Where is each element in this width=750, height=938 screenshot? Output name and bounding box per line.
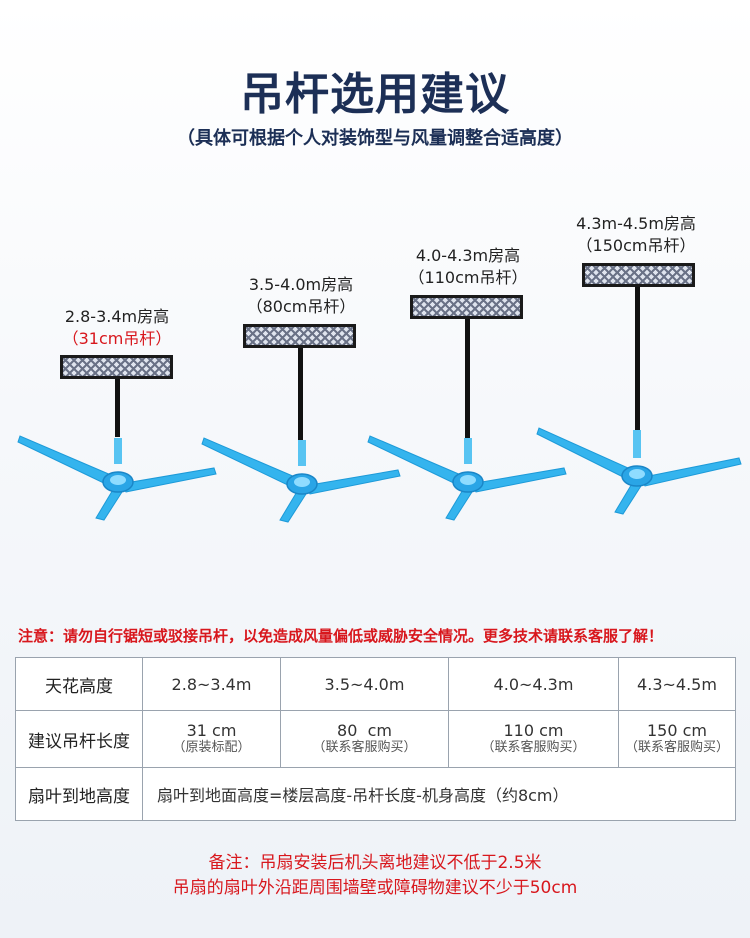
cell-ceiling-1: 2.8~3.4m (142, 657, 281, 711)
cell-blade-formula: 扇叶到地面高度=楼层高度-吊杆长度-机身高度（约8cm） (142, 767, 736, 821)
table-row-rod: 建议吊杆长度 31 cm （原装标配） 80 cm （联系客服购买） 110 c… (15, 710, 736, 768)
fan-3-ceiling-plate (410, 295, 523, 319)
cell-rod-3-note: （联系客服购买） (481, 740, 586, 755)
fan-3-rod: （110cm吊杆） (408, 268, 528, 287)
fan-2-blades (201, 437, 401, 523)
cell-rod-2-value: 80 cm (337, 721, 392, 740)
row-label-rod: 建议吊杆长度 (15, 710, 143, 768)
table-row-ceiling: 天花高度 2.8~3.4m 3.5~4.0m 4.0~4.3m 4.3~4.5m (15, 657, 736, 711)
fan-3-downrod (465, 319, 470, 441)
table-row-blade-height: 扇叶到地高度 扇叶到地面高度=楼层高度-吊杆长度-机身高度（约8cm） (15, 767, 736, 821)
fan-2-downrod (298, 348, 303, 442)
fan-3-height: 4.0-4.3m房高 (415, 246, 521, 265)
page-title: 吊杆选用建议 (240, 69, 510, 120)
footer-note-2: 吊扇的扇叶外沿距周围墙壁或障碍物建议不少于50cm (172, 878, 578, 898)
cell-rod-4: 150 cm （联系客服购买） (618, 710, 736, 768)
cell-ceiling-2: 3.5~4.0m (280, 657, 449, 711)
cell-rod-4-note: （联系客服购买） (624, 740, 729, 755)
fan-4-blades (536, 427, 742, 515)
cell-rod-4-value: 150 cm (646, 721, 707, 740)
row-label-blade-height: 扇叶到地高度 (15, 767, 143, 821)
fan-1-height: 2.8-3.4m房高 (64, 307, 170, 326)
cell-ceiling-3: 4.0~4.3m (448, 657, 619, 711)
page-subtitle: （具体可根据个人对装饰型与风量调整合适高度） (177, 128, 573, 149)
cell-ceiling-4: 4.3~4.5m (618, 657, 736, 711)
fan-2-ceiling-plate (243, 324, 356, 348)
fan-2-label: 3.5-4.0m房高 （80cm吊杆） (231, 274, 371, 318)
cell-rod-3-value: 110 cm (503, 721, 564, 740)
fan-1-label: 2.8-3.4m房高 （31cm吊杆） (47, 306, 187, 350)
fan-1-ceiling-plate (60, 355, 173, 379)
fan-1-blades (17, 435, 217, 521)
warning-note: 注意：请勿自行锯短或驳接吊杆，以免造成风量偏低或威胁安全情况。更多技术请联系客服… (18, 627, 664, 645)
fan-4-rod: （150cm吊杆） (576, 236, 696, 255)
fan-2-height: 3.5-4.0m房高 (248, 275, 354, 294)
spec-table: 天花高度 2.8~3.4m 3.5~4.0m 4.0~4.3m 4.3~4.5m… (15, 657, 736, 821)
row-label-ceiling: 天花高度 (15, 657, 143, 711)
cell-rod-2-note: （联系客服购买） (312, 740, 417, 755)
cell-rod-1: 31 cm （原装标配） (142, 710, 281, 768)
cell-rod-2: 80 cm （联系客服购买） (280, 710, 449, 768)
footer-note-1: 备注：吊扇安装后机头离地建议不低于2.5米 (208, 853, 542, 873)
fan-4-label: 4.3m-4.5m房高 （150cm吊杆） (566, 213, 706, 257)
fan-1-downrod (115, 379, 120, 437)
fan-4-downrod (635, 287, 640, 435)
fan-4-ceiling-plate (582, 263, 695, 287)
cell-rod-1-value: 31 cm (186, 721, 237, 740)
fan-1-rod: （31cm吊杆） (62, 329, 172, 348)
fan-3-blades (367, 435, 567, 521)
cell-rod-3: 110 cm （联系客服购买） (448, 710, 619, 768)
cell-rod-1-note: （原装标配） (172, 740, 251, 755)
fan-2-rod: （80cm吊杆） (246, 297, 356, 316)
fan-4-height: 4.3m-4.5m房高 (576, 214, 696, 233)
fan-3-label: 4.0-4.3m房高 （110cm吊杆） (398, 245, 538, 289)
